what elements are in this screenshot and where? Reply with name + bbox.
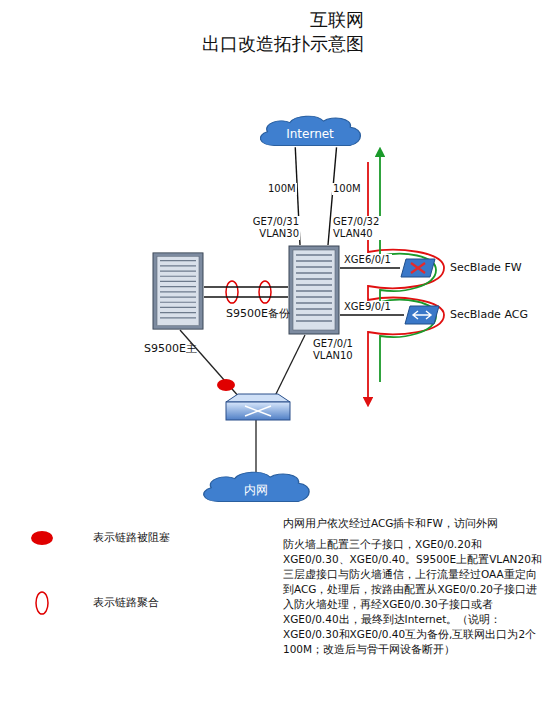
firewall-blade-icon <box>400 258 436 278</box>
core-switch: S9500E备份 <box>288 245 340 335</box>
link-label: 100M <box>267 183 297 195</box>
title: 互联网 出口改造拓扑示意图 <box>168 8 364 56</box>
downlink-line <box>255 420 256 472</box>
acg-blade-icon <box>404 305 440 325</box>
cloud-label: Internet <box>254 128 366 141</box>
legend-aggregation-sample <box>36 592 48 614</box>
legend-swatch <box>31 531 53 545</box>
aggregation-mark <box>226 281 238 303</box>
core-switch: S9500E主 <box>152 252 204 330</box>
note-text: 内网用户依次经过ACG插卡和FW，访问外网 <box>283 516 545 531</box>
access-switch <box>226 394 290 420</box>
uplink-line <box>274 335 305 398</box>
link-label: 100M <box>332 183 362 195</box>
link-line <box>204 296 288 297</box>
legend-text: 表示链路被阻塞 <box>93 531 170 545</box>
link-label: XGE6/0/1 <box>343 254 392 266</box>
device-label: S9500E备份 <box>226 307 290 320</box>
core-switch-icon <box>152 252 204 330</box>
acg-blade: SecBlade ACG <box>404 305 440 325</box>
link-line <box>340 267 400 268</box>
link-line <box>204 286 288 287</box>
note-text: 防火墙上配置三个子接口，XGE0/0.20和XGE0/0.30、XGE0/0.4… <box>283 537 545 657</box>
core-switch-icon <box>288 245 340 335</box>
device-label: SecBlade FW <box>450 261 522 274</box>
port-label: GE7/0/1 VLAN10 <box>312 338 366 362</box>
switch-links <box>180 330 305 472</box>
uplink-line <box>180 330 240 398</box>
link-label: XGE9/0/1 <box>343 301 392 313</box>
legend-text: 表示链路聚合 <box>93 596 159 610</box>
port-label: GE7/0/31 VLAN30 <box>250 216 300 240</box>
aggregation-mark <box>259 281 271 303</box>
cloud: 内网 <box>197 468 315 506</box>
device-label: SecBlade ACG <box>450 308 528 321</box>
firewall-blade: SecBlade FW <box>400 258 436 278</box>
cloud: Internet <box>254 112 366 150</box>
blocked-mark <box>217 379 235 391</box>
port-label: GE7/0/32 VLAN40 <box>332 216 386 240</box>
link-line <box>340 314 404 315</box>
device-label: S9500E主 <box>144 342 197 355</box>
upstream-flow <box>380 152 436 382</box>
cloud-label: 内网 <box>197 484 315 497</box>
